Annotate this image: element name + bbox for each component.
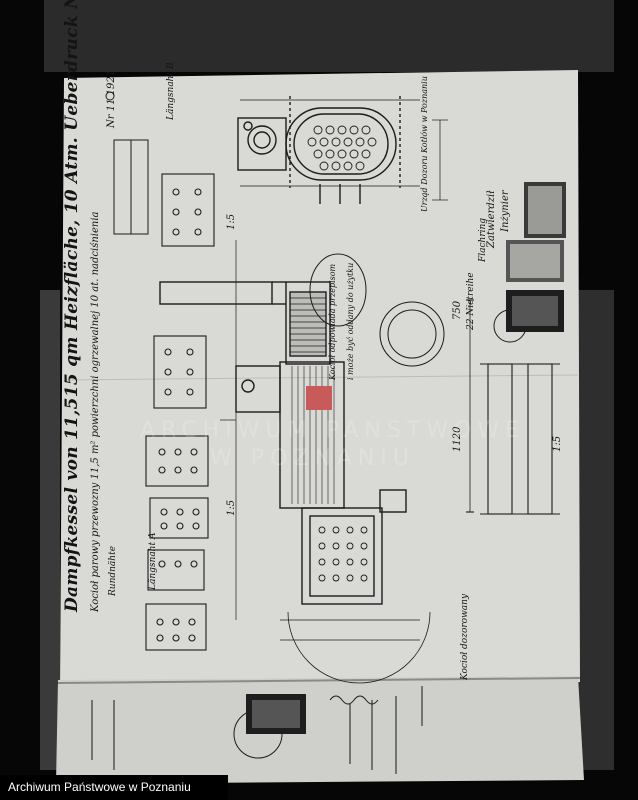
flue-pipe xyxy=(159,281,286,305)
boiler-section xyxy=(235,281,431,684)
drawing-title: Dampfkessel von 11,515 qm Heizfläche, 10… xyxy=(62,0,82,612)
seam-label-a: Längsnaht A xyxy=(148,532,158,590)
archive-caption: Archiwum Państwowe w Poznaniu xyxy=(0,775,228,800)
scale-label: 1:5 xyxy=(226,213,237,230)
seam-label-b: Längsnaht B xyxy=(166,62,176,120)
signature-label: Zatwierdził xyxy=(486,190,497,249)
detail-label: 22 Nietreihe xyxy=(466,272,476,330)
office-stamp-text: Urząd Dozoru Kotłów w Poznaniu xyxy=(420,76,429,212)
archive-watermark-line2: W POZNANIU xyxy=(210,446,415,471)
stamp-number: Nr 11 1921 xyxy=(106,69,117,128)
archive-watermark: ARCHIWUM PAŃSTWOWE xyxy=(140,418,525,443)
scale-label: 1:5 xyxy=(226,499,237,516)
lower-page xyxy=(56,676,584,784)
drawing-sheet xyxy=(60,70,580,690)
drawing-subtitle: Kocioł parowy przewozny 11,5 m² powierzc… xyxy=(90,211,101,613)
scale-label: 1:5 xyxy=(552,435,563,452)
lower-page-writing xyxy=(91,686,423,774)
notice-text: Kocioł dozorowany xyxy=(460,593,470,680)
certificate-text: i może być oddany do użytku xyxy=(346,262,355,380)
dimension-label: 750 xyxy=(452,300,463,320)
boiler-end-view xyxy=(237,96,420,204)
rating-table xyxy=(113,139,149,235)
rivet-details xyxy=(145,173,215,651)
revenue-stamps xyxy=(246,182,566,734)
signature-label: Inżynier xyxy=(500,190,511,232)
stay-rod-detail xyxy=(466,299,560,515)
seam-label: Rundnähte xyxy=(108,545,118,596)
certificate-text: Kocioł odpowiada przepisom xyxy=(328,263,337,380)
archive-red-stamp xyxy=(306,386,332,410)
